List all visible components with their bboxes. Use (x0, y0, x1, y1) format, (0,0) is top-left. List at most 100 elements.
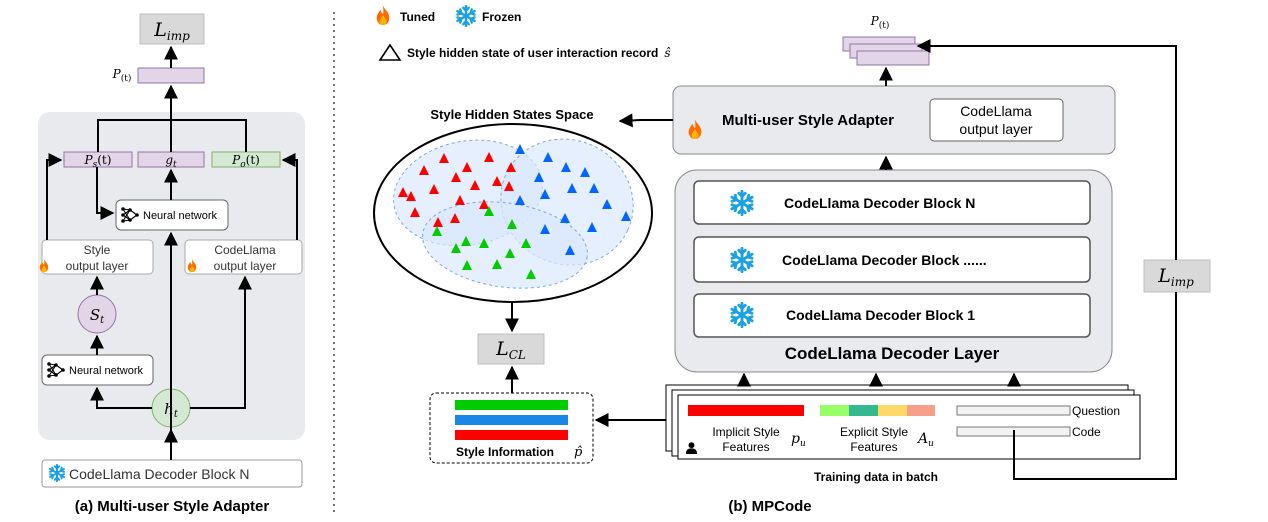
loss-imp-label: Limp (153, 19, 190, 43)
adapter-output-line2: output layer (959, 121, 1032, 137)
loss-cl-box (477, 333, 545, 365)
decoder-block-1-label: CodeLlama Decoder Block 1 (786, 307, 975, 323)
snowflake-icon (456, 5, 476, 27)
multi-user-style-adapter-panel: Limp P(t) Ps(t) gt Po(t) Neural network … (38, 13, 305, 515)
style-hidden-state-triangle (461, 236, 471, 246)
explicit-seg-4 (907, 405, 935, 416)
style-hidden-state-triangle (462, 162, 472, 172)
neural-network-bottom-label: Neural network (69, 365, 143, 377)
implicit-feature-bar (688, 405, 804, 416)
style-hidden-state-triangle (589, 183, 599, 193)
style-hidden-state-triangle (479, 199, 489, 209)
style-hidden-state-triangle (439, 153, 449, 163)
mpcode-panel: Style Hidden States Space LCL Style Info… (373, 14, 1211, 515)
explicit-seg-2 (849, 405, 878, 416)
implicit-line2: Features (722, 440, 769, 454)
style-hidden-state-triangle (540, 189, 550, 199)
style-hidden-state-triangle (526, 269, 536, 279)
adapter-title: Multi-user Style Adapter (722, 112, 894, 129)
loss-imp-box (139, 13, 205, 45)
style-output-layer-box (41, 239, 154, 275)
style-hidden-state-triangle (504, 181, 514, 191)
style-hidden-state-triangle (506, 162, 516, 172)
decoder-block-n-label: CodeLlama Decoder Block N (784, 195, 975, 211)
explicit-line2: Features (850, 440, 897, 454)
implicit-line1: Implicit Style (712, 425, 780, 439)
style-hidden-state-triangle (540, 224, 550, 234)
implicit-symbol: pu (791, 431, 806, 449)
style-hidden-state-triangle (561, 162, 571, 172)
adapter-output-line1: CodeLlama (960, 103, 1032, 119)
style-hidden-state-triangle (451, 172, 461, 182)
style-hidden-state-triangle (406, 191, 416, 201)
style-hidden-state-triangle (479, 238, 489, 248)
style-output-line2: output layer (66, 259, 129, 273)
style-info-bar-red (455, 430, 568, 440)
style-hidden-state-triangle (515, 195, 525, 205)
code-label: Code (1072, 425, 1101, 439)
po-label: Po(t) (231, 153, 260, 170)
style-hidden-state-triangle (543, 152, 553, 162)
question-bar (956, 405, 1071, 416)
question-label: Question (1072, 404, 1120, 418)
right-caption: (b) MPCode (728, 498, 811, 515)
left-connectors (46, 45, 298, 460)
style-hidden-state-triangle (429, 184, 439, 194)
style-hidden-state-triangle (484, 152, 494, 162)
style-hidden-state-triangle (492, 176, 502, 186)
style-hidden-state-triangle (521, 238, 531, 248)
decoder-block-n-label: CodeLlama Decoder Block N (69, 466, 250, 482)
flame-icon (376, 5, 390, 25)
explicit-symbol: Au (916, 431, 934, 449)
style-hidden-state-triangle (602, 199, 612, 209)
st-label: St (90, 306, 105, 326)
style-output-line1: Style (84, 243, 111, 257)
style-hidden-state-triangle (580, 167, 590, 177)
style-hidden-state-triangle (534, 172, 544, 182)
style-hidden-state-triangle (505, 248, 515, 258)
output-prob-label: P(t) (870, 14, 890, 31)
decoder-block-n-row (693, 180, 1091, 225)
style-hidden-state-triangle (419, 165, 429, 175)
legend: Tuned Frozen Style hidden state of user … (376, 5, 671, 61)
right-connectors (505, 39, 1177, 480)
style-hidden-state-triangle (450, 213, 460, 223)
g-label: gt (165, 153, 177, 170)
codellama-output-layer-box (184, 239, 303, 275)
codellama-output-line2: output layer (214, 259, 277, 273)
neural-network-top-label: Neural network (143, 210, 217, 222)
prob-bar (137, 67, 205, 84)
decoder-layer-title: CodeLlama Decoder Layer (785, 344, 1000, 363)
style-hidden-state-triangle (410, 207, 420, 217)
style-hidden-state-triangle (484, 206, 494, 216)
decoder-block-1-row (693, 293, 1091, 338)
legend-style-hidden-state: Style hidden state of user interaction r… (407, 46, 671, 60)
loss-imp-right-label: Limp (1157, 265, 1194, 289)
decoder-block-mid-row (693, 236, 1091, 283)
style-hidden-state-triangle (507, 219, 517, 229)
explicit-seg-3 (878, 405, 907, 416)
style-information-label: Style Information (456, 445, 554, 459)
style-info-bar-green (455, 400, 568, 410)
style-hidden-state-triangle (621, 211, 631, 221)
explicit-line1: Explicit Style (840, 425, 908, 439)
style-hidden-state-triangle (560, 213, 570, 223)
style-hidden-state-triangle (455, 195, 465, 205)
loss-cl-label: LCL (495, 338, 526, 362)
ht-label: ht (164, 400, 179, 420)
style-info-bar-blue (455, 415, 568, 425)
style-hidden-state-triangles (398, 144, 631, 279)
style-hidden-state-triangle (398, 187, 408, 197)
output-prob-bar-front (856, 50, 930, 66)
style-space-title: Style Hidden States Space (430, 107, 593, 122)
codellama-output-line1: CodeLlama (214, 243, 276, 257)
style-hidden-state-triangle (567, 183, 577, 193)
style-hidden-state-triangle (462, 260, 472, 270)
style-hidden-state-triangle (451, 243, 461, 253)
style-hidden-state-triangle (565, 245, 575, 255)
triangle-icon (378, 43, 402, 61)
ps-label: Ps(t) (84, 153, 112, 170)
batch-caption: Training data in batch (814, 470, 938, 484)
style-hidden-state-triangle (470, 180, 480, 190)
